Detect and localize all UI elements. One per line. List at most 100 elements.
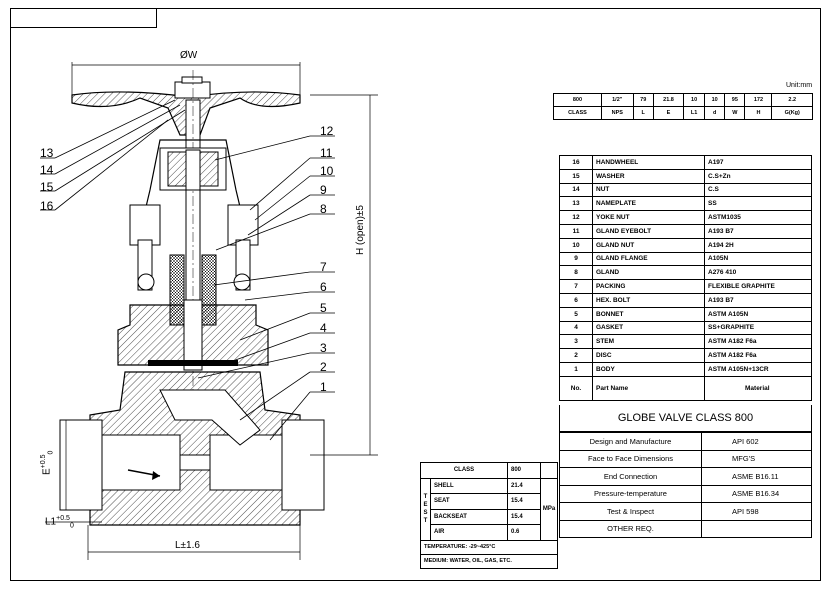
dim-header: CLASS <box>553 106 602 120</box>
spec-value: ASME B16.11 <box>701 467 812 486</box>
part-no: 12 <box>559 210 593 225</box>
callout-6: 6 <box>320 280 327 294</box>
spec-label: Design and Manufacture <box>559 432 702 451</box>
dim-header: L <box>632 106 654 120</box>
dim-value: 10 <box>704 93 726 107</box>
spec-label: Face to Face Dimensions <box>559 449 702 468</box>
spec-label: End Connection <box>559 467 702 486</box>
leader-lines-right <box>197 135 335 441</box>
callout-10: 10 <box>320 164 334 178</box>
part-no: 11 <box>559 223 593 239</box>
part-name: DISC <box>592 348 705 363</box>
spec-value: API 602 <box>701 432 812 451</box>
disc <box>159 389 261 446</box>
yoke-nut <box>159 147 227 191</box>
dim-header: NPS <box>600 106 634 120</box>
dim-w-label: ØW <box>180 50 198 61</box>
dim-h-label: H (open)±5 <box>355 205 366 255</box>
callout-11: 11 <box>320 146 333 160</box>
spec-row: OTHER REQ. <box>559 519 812 538</box>
part-material: C.S <box>704 182 812 198</box>
parts-header-name: Part Name <box>592 375 705 401</box>
callout-3: 3 <box>320 341 327 355</box>
part-name: STEM <box>592 334 705 350</box>
callout-1: 1 <box>320 380 327 394</box>
part-name: HEX. BOLT <box>592 292 705 308</box>
part-no: 9 <box>559 251 593 267</box>
part-material: A105N <box>704 251 812 267</box>
parts-header-no: No. <box>559 375 593 401</box>
test-row-value: 15.4 <box>507 508 541 525</box>
part-name: NAMEPLATE <box>592 196 705 212</box>
part-material: ASTM1035 <box>704 210 812 225</box>
dim-header: G(Kg) <box>771 106 813 120</box>
part-material: A197 <box>704 155 812 170</box>
part-no: 14 <box>559 182 593 198</box>
part-material: ASTM A182 F6a <box>704 334 812 350</box>
class-value: 800 <box>507 462 541 479</box>
part-no: 16 <box>559 155 593 170</box>
callout-9: 9 <box>320 183 327 197</box>
dim-header: E <box>652 106 685 120</box>
socket-right <box>281 419 325 511</box>
parts-header-material: Material <box>704 375 812 401</box>
part-no: 8 <box>559 265 593 281</box>
dim-value: 172 <box>744 93 773 107</box>
dim-value: 1/2" <box>600 93 634 107</box>
dimension-lines <box>45 62 378 560</box>
dim-l1-label: L1+0.50 <box>45 515 74 530</box>
part-material: SS+GRAPHITE <box>704 320 812 336</box>
test-row-name: SHELL <box>430 477 508 494</box>
part-name: PACKING <box>592 279 705 294</box>
callout-2: 2 <box>320 360 327 374</box>
part-material: A194 2H <box>704 237 812 253</box>
test-row-value: 15.4 <box>507 493 541 510</box>
part-name: BONNET <box>592 306 705 322</box>
yoke <box>139 139 247 233</box>
dimensions-header-row: CLASS NPS L E L1 d W H G(Kg) <box>553 106 813 120</box>
part-material: A193 B7 <box>704 292 812 308</box>
dim-l-label: L±1.6 <box>175 540 200 551</box>
callout-7: 7 <box>320 260 327 274</box>
dim-header: W <box>724 106 746 120</box>
part-no: 10 <box>559 237 593 253</box>
dimensions-table: 800 1/2" 79 21.8 10 10 95 172 2.2 CLASS … <box>553 93 813 120</box>
dim-e-label: E+0.50 <box>40 450 55 475</box>
dimensions-values-row: 800 1/2" 79 21.8 10 10 95 172 2.2 <box>553 93 813 107</box>
part-name: NUT <box>592 182 705 198</box>
test-row-name: AIR <box>430 524 508 541</box>
part-name: HANDWHEEL <box>592 155 705 170</box>
callout-14: 14 <box>40 163 54 177</box>
callout-4: 4 <box>320 321 327 335</box>
callout-8: 8 <box>320 202 327 216</box>
dim-value: 2.2 <box>771 93 813 107</box>
part-no: 13 <box>559 196 593 212</box>
class-label: CLASS <box>420 462 508 479</box>
dim-header: d <box>704 106 726 120</box>
dim-header: H <box>744 106 773 120</box>
dim-value: 95 <box>724 93 746 107</box>
gasket <box>148 360 238 366</box>
part-no: 15 <box>559 168 593 184</box>
part-material: A276 410 <box>704 265 812 281</box>
part-material: A193 B7 <box>704 223 812 239</box>
part-material: FLEXIBLE GRAPHITE <box>704 279 812 294</box>
spec-value: API 598 <box>701 502 812 521</box>
